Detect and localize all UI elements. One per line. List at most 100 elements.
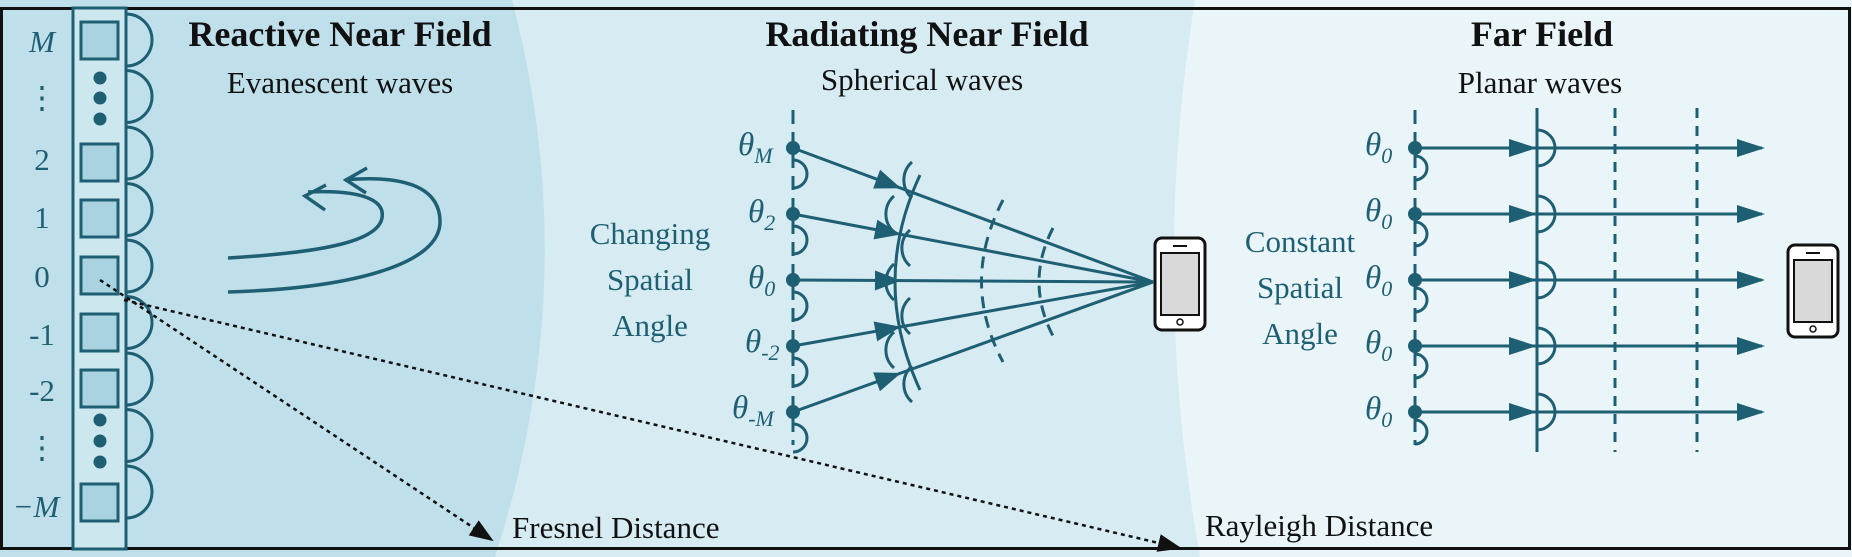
ray-arrowhead [1737,205,1765,223]
emission-arc [1414,418,1429,446]
angle-label: θ2 [748,194,775,235]
side-label-line: Changing [590,216,711,251]
angle-subscript: -2 [761,340,779,365]
array-dot [93,413,107,427]
index-label: ⋮ [27,80,58,115]
constant-spatial-angle-label: Constant Spatial Angle [1245,224,1356,351]
fresnel-distance-arrow [99,278,494,542]
reactive-field-bump [125,408,154,463]
angle-subscript: 0 [764,276,775,301]
angle-label: θ0 [1365,127,1392,168]
ray-line [792,280,1154,348]
ray-arrowhead [873,321,901,342]
ray-arrowhead [1737,139,1765,157]
angle-label: θ0 [1365,391,1392,432]
emission-arc [792,356,809,388]
antenna-element [79,482,120,523]
user-phone-icon [1153,236,1207,332]
array-dot [93,71,107,85]
angle-symbol: θ [1365,325,1381,361]
ray-line [792,212,1154,284]
fresnel-distance-label: Fresnel Distance [512,510,719,545]
spherical-wave-rays [786,141,1154,419]
ray-arrowhead [1737,403,1765,421]
rayleigh-distance-label: Rayleigh Distance [1205,508,1433,543]
angle-label: θ0 [748,260,775,301]
wavelet-arc [900,296,912,336]
angle-symbol: θ [745,324,761,360]
changing-spatial-angle-label: Changing Spatial Angle [590,216,711,343]
index-label: −M [13,489,62,524]
wavelet-arc [902,364,914,404]
wavelet-arc [1536,194,1557,234]
antenna-element [79,368,120,409]
side-label-line: Spatial [607,262,693,297]
array-dot [93,455,107,469]
reactive-field-bump [125,295,154,350]
angle-subscript: 0 [1381,276,1392,301]
emission-arc [792,422,809,454]
antenna-element [79,20,120,61]
radiating-angle-labels: θM θ2 θ0 θ-2 θ-M [732,127,780,431]
far-angle-labels: θ0 θ0 θ0 θ0 θ0 [1365,127,1392,432]
index-label: -1 [29,317,55,352]
wavelet-arc [884,194,896,234]
angle-label: θM [738,127,774,168]
planar-wave-rays [1408,139,1765,421]
angle-symbol: θ [1365,127,1381,163]
reactive-field-bump [125,69,154,124]
ray-line [792,146,1154,284]
ray-arrowhead [873,169,901,189]
wavelet-arc [1536,128,1557,168]
wavelet-arc [1536,260,1557,300]
far-subtitle: Planar waves [1458,65,1622,100]
ray-arrowhead [1509,337,1537,355]
antenna-array [71,6,154,551]
angle-label: θ-M [732,390,776,431]
antenna-element [79,142,120,183]
wavelet-arc [902,160,914,200]
antenna-element [79,255,120,296]
angle-symbol: θ [738,127,754,163]
angle-label: θ0 [1365,260,1392,301]
antenna-element [79,198,120,239]
angle-symbol: θ [1365,193,1381,229]
frame-border [0,7,1851,550]
angle-subscript: 0 [1381,209,1392,234]
angle-subscript: -M [748,406,775,431]
angle-subscript: M [753,143,774,168]
reactive-title: Reactive Near Field [188,14,491,54]
array-index-labels: M ⋮ 2 1 0 -1 -2 ⋮ −M [13,24,62,524]
ray-arrowhead [1509,271,1537,289]
reactive-field-bump [125,125,154,181]
angle-symbol: θ [1365,260,1381,296]
index-label: 1 [34,200,50,235]
distance-arrows [99,278,1182,552]
ray-arrowhead [873,372,901,392]
wavelet-arc [1536,392,1557,432]
reactive-field-bump [125,464,154,520]
reactive-field-bump [125,351,154,407]
array-dot [93,434,107,448]
ray-arrowhead [1509,205,1537,223]
emission-arc [1414,220,1429,248]
far-title: Far Field [1471,14,1613,54]
emission-arc [792,158,809,190]
ray-arrowhead [873,219,901,240]
index-label: 2 [34,142,50,177]
index-label: M [28,24,57,59]
wavelet-arc [884,262,896,302]
antenna-element [79,312,120,353]
ray-arrowhead [1737,337,1765,355]
ray-line [792,278,1154,284]
index-label: -2 [29,373,55,408]
angle-subscript: 0 [1381,143,1392,168]
array-dot [93,112,107,126]
ray-arrowhead [1737,271,1765,289]
angle-label: θ-2 [745,324,780,365]
spherical-wavefronts [893,174,1055,391]
emission-arc [1414,352,1429,380]
evanescent-wave-icon [227,166,442,294]
angle-subscript: 0 [1381,407,1392,432]
